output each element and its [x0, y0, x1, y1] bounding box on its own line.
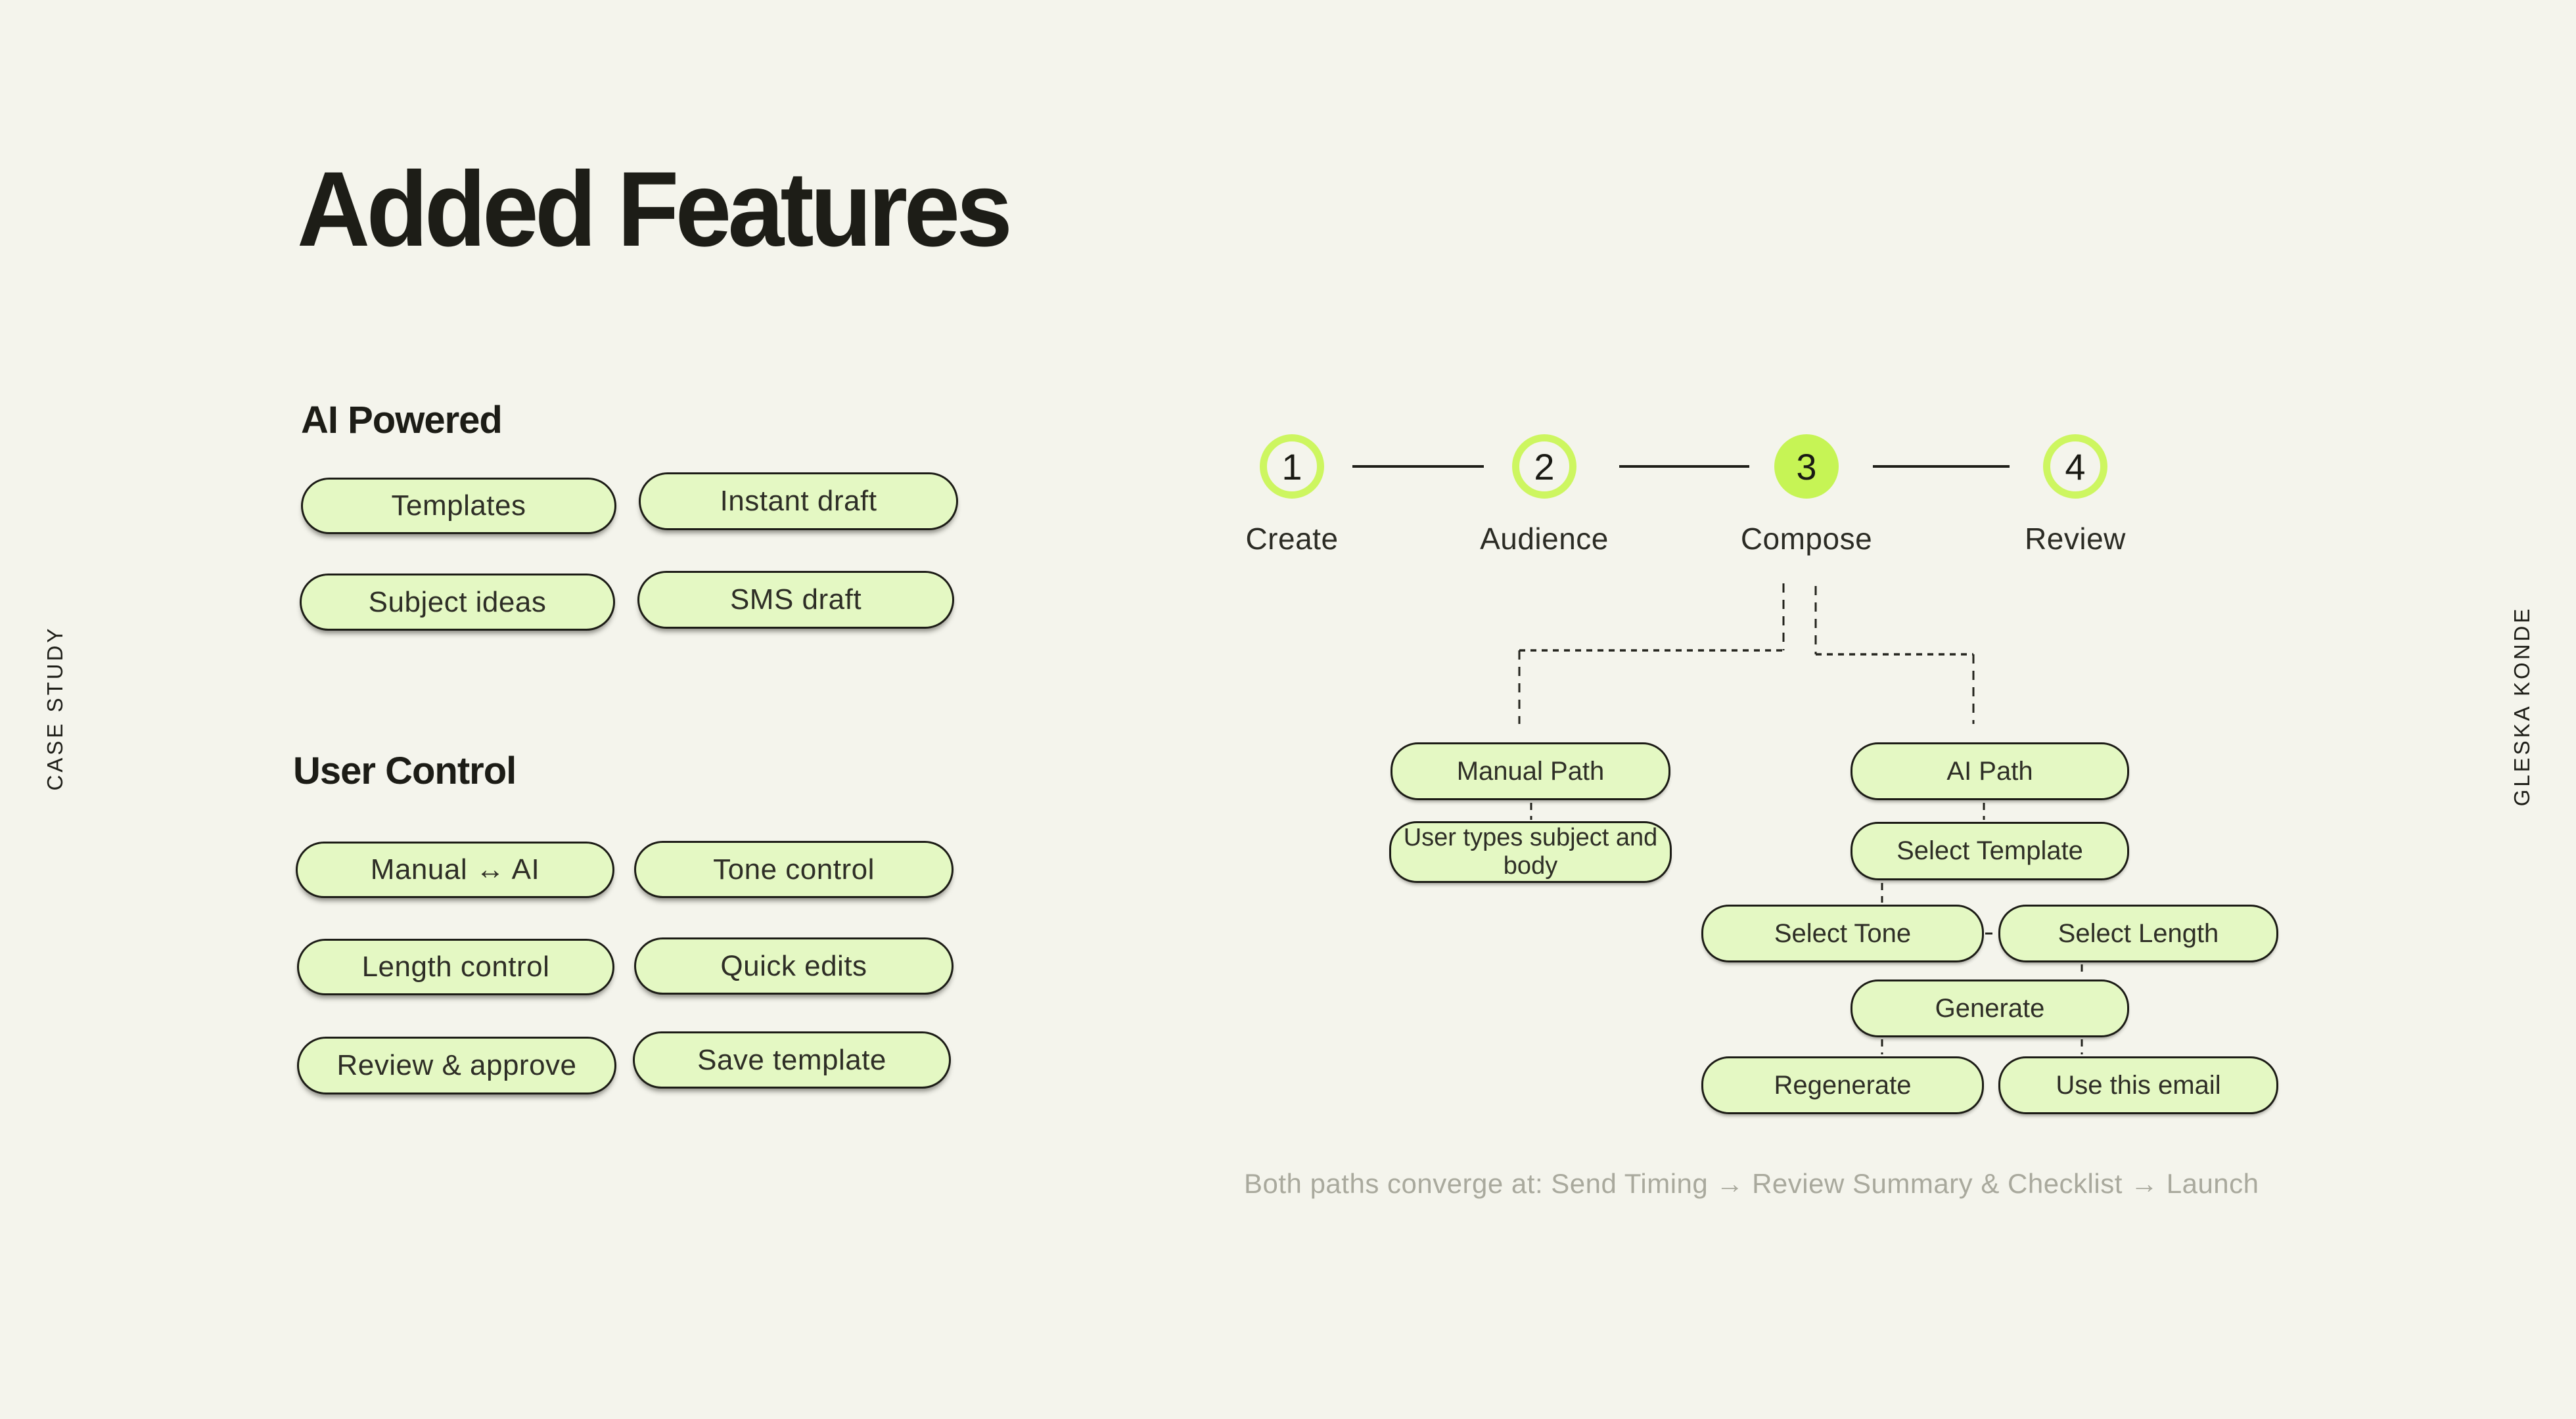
step-2-label: Audience — [1480, 522, 1609, 556]
flow-node-select-length: Select Length — [1998, 905, 2278, 962]
page-title: Added Features — [297, 150, 1013, 269]
step-1-circle: 1 — [1260, 434, 1324, 499]
flow-node-generate: Generate — [1851, 980, 2129, 1037]
convergence-caption: Both paths converge at: Send Timing → Re… — [1244, 1168, 2259, 1199]
step-2-audience: 2 Audience — [1446, 434, 1643, 556]
pill-sms-draft: SMS draft — [637, 571, 954, 629]
heading-user-control: User Control — [293, 750, 517, 792]
flow-node-ai-path: AI Path — [1851, 742, 2129, 800]
flow-node-select-template: Select Template — [1851, 822, 2129, 880]
pill-subject-ideas: Subject ideas — [300, 574, 615, 631]
pill-tone-control: Tone control — [634, 841, 954, 898]
step-2-circle: 2 — [1512, 434, 1576, 499]
pill-length-control: Length control — [297, 939, 614, 995]
pill-instant-draft: Instant draft — [639, 472, 958, 530]
flow-node-use-this-email: Use this email — [1998, 1056, 2278, 1114]
pill-quick-edits: Quick edits — [634, 937, 954, 995]
step-3-compose-active: 3 Compose — [1708, 434, 1905, 556]
flow-node-regenerate: Regenerate — [1701, 1056, 1984, 1114]
heading-ai-powered: AI Powered — [301, 399, 503, 441]
pill-save-template: Save template — [633, 1031, 951, 1089]
pill-templates: Templates — [301, 478, 616, 534]
pill-review-approve: Review & approve — [297, 1037, 616, 1094]
step-1-create: 1 Create — [1193, 434, 1391, 556]
step-4-label: Review — [2025, 522, 2126, 556]
step-1-label: Create — [1245, 522, 1339, 556]
right-rail-label: GLESKA KONDE — [2510, 606, 2534, 807]
pill-manual-ai-toggle: Manual ↔ AI — [296, 842, 614, 898]
step-3-circle: 3 — [1774, 434, 1839, 499]
flow-node-user-types-subject-body: User types subject and body — [1389, 821, 1672, 883]
flow-node-select-tone: Select Tone — [1701, 905, 1984, 962]
left-rail-label: CASE STUDY — [43, 625, 67, 791]
step-4-circle: 4 — [2043, 434, 2107, 499]
step-4-review: 4 Review — [1977, 434, 2174, 556]
flow-node-manual-path: Manual Path — [1391, 742, 1670, 800]
step-3-label: Compose — [1740, 522, 1873, 556]
